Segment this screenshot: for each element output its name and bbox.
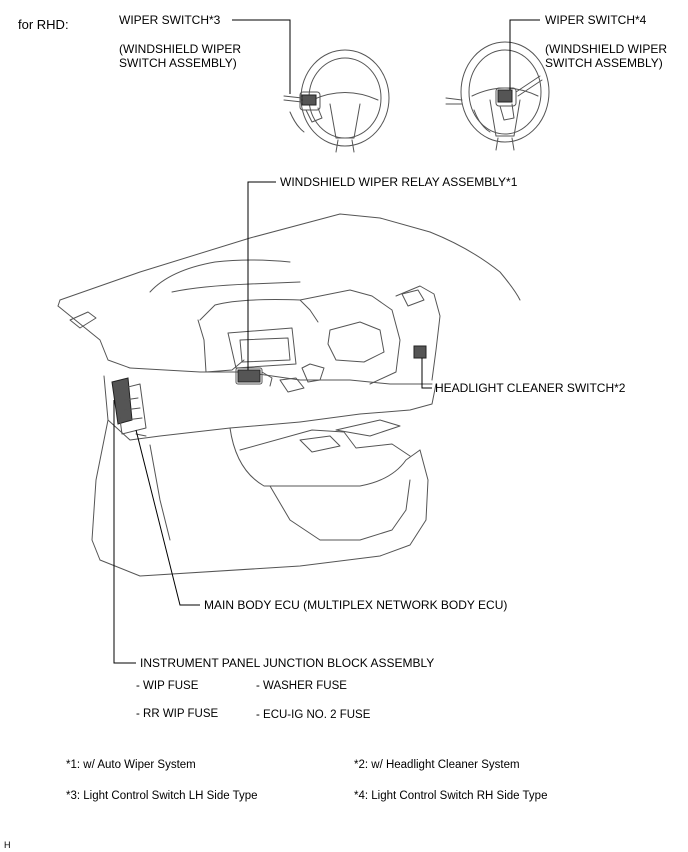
wiper-switch-3-label: WIPER SWITCH*3 bbox=[119, 13, 221, 27]
page-heading: for RHD: bbox=[18, 17, 69, 32]
note-1: *1: w/ Auto Wiper System bbox=[66, 759, 196, 771]
note-4: *4: Light Control Switch RH Side Type bbox=[354, 790, 548, 802]
relay-assembly-label: WINDSHIELD WIPER RELAY ASSEMBLY*1 bbox=[280, 175, 518, 189]
leader-lines bbox=[113, 19, 540, 664]
fuse-wip: - WIP FUSE bbox=[136, 680, 199, 692]
wiper-switch-4-label: WIPER SWITCH*4 bbox=[545, 13, 647, 27]
wiper-switch-3-sub1: (WINDSHIELD WIPER bbox=[119, 42, 242, 56]
wiper-switch-4-sub1: (WINDSHIELD WIPER bbox=[545, 42, 668, 56]
fuse-ecu-ig-no2: - ECU-IG NO. 2 FUSE bbox=[256, 709, 371, 721]
steering-wheel-lh-illustration bbox=[283, 49, 390, 153]
main-body-ecu-label: MAIN BODY ECU (MULTIPLEX NETWORK BODY EC… bbox=[204, 598, 508, 612]
note-2: *2: w/ Headlight Cleaner System bbox=[354, 759, 520, 771]
note-3: *3: Light Control Switch LH Side Type bbox=[66, 790, 258, 802]
steering-wheel-rh-illustration bbox=[445, 41, 550, 151]
wiper-switch-4-sub2: SWITCH ASSEMBLY) bbox=[545, 56, 663, 70]
fuse-washer: - WASHER FUSE bbox=[256, 680, 347, 692]
wiper-switch-3-sub2: SWITCH ASSEMBLY) bbox=[119, 56, 237, 70]
headlight-cleaner-switch-label: HEADLIGHT CLEANER SWITCH*2 bbox=[435, 381, 626, 395]
dashboard-illustration bbox=[57, 213, 521, 577]
junction-block-label: INSTRUMENT PANEL JUNCTION BLOCK ASSEMBLY bbox=[140, 656, 435, 670]
fuse-rr-wip: - RR WIP FUSE bbox=[136, 708, 219, 720]
corner-code: H bbox=[4, 840, 11, 850]
